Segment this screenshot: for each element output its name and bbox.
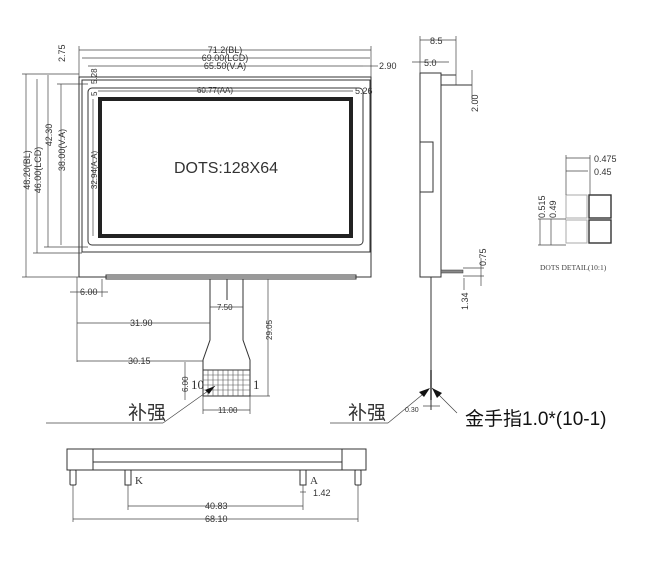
active-area-border bbox=[98, 97, 353, 238]
dim-top-offset: 2.75 bbox=[57, 44, 67, 62]
dim-pitch-y: 0.515 bbox=[537, 195, 547, 218]
dim-aa-width: 60.77(AA) bbox=[197, 86, 233, 95]
pin-10-label: 10 bbox=[191, 377, 204, 392]
pin-a bbox=[299, 469, 307, 486]
fpc-tail: 7.50 31.90 30.15 29.05 11.00 6.00 10 1 补… bbox=[46, 279, 274, 424]
dots-label: DOTS:128X64 bbox=[174, 160, 278, 177]
dim-total-spacing: 68.10 bbox=[205, 514, 228, 524]
dim-fpc-length: 29.05 bbox=[265, 319, 274, 340]
side-component bbox=[419, 141, 434, 193]
stiffener-label-side: 补强 bbox=[348, 402, 386, 424]
pin-a-label: A bbox=[310, 475, 318, 487]
dim-dot-y: 0.49 bbox=[548, 200, 558, 218]
dots-detail-caption: DOTS DETAIL(10:1) bbox=[540, 263, 607, 272]
mount-pin-left bbox=[69, 469, 77, 486]
stiffener-label-front: 补强 bbox=[128, 402, 166, 424]
dim-fpc-thickness: 0.75 bbox=[478, 248, 488, 266]
dim-pin-width: 1.42 bbox=[313, 488, 331, 498]
gold-finger-label: 金手指1.0*(10-1) bbox=[465, 408, 607, 430]
pin-k bbox=[124, 469, 132, 486]
viewing-area-frame bbox=[87, 87, 364, 246]
backlight-outline bbox=[78, 76, 372, 278]
dim-bottom-left: 6.00 bbox=[80, 287, 98, 297]
dim-right-offset: 2.90 bbox=[379, 61, 397, 71]
pin-k-label: K bbox=[135, 475, 143, 487]
dim-aa-right-offset: 5.26 bbox=[355, 86, 373, 96]
dim-finger-width: 11.00 bbox=[218, 406, 238, 415]
dim-finger-height: 6.00 bbox=[181, 376, 190, 392]
dim-bl-width: 71.2(BL) bbox=[208, 45, 243, 55]
gold-fingers bbox=[202, 369, 251, 397]
bottom-view: K A 1.42 40.83 68.10 bbox=[66, 448, 367, 524]
dim-pitch-x: 0.475 bbox=[594, 154, 617, 164]
side-profile bbox=[419, 72, 442, 278]
dim-depth-lcd: 5.0 bbox=[424, 58, 437, 68]
dim-top-step: 2.00 bbox=[470, 94, 480, 112]
dim-va-top-offset: 5.28 bbox=[90, 68, 99, 84]
dim-aa-height: 32.94(A.A) bbox=[90, 151, 99, 190]
dots-detail: 0.475 0.45 0.515 0.49 DOTS DETAIL(10:1) bbox=[537, 154, 617, 272]
dim-aa-top-offset: 5 bbox=[90, 91, 99, 96]
pin-1-label: 1 bbox=[253, 377, 260, 392]
dim-va-height: 38.00(V.A) bbox=[57, 129, 67, 171]
dim-stiffener-thickness: 0.30 bbox=[405, 407, 419, 414]
mount-pin-right bbox=[354, 469, 362, 486]
bottom-tab bbox=[105, 274, 357, 280]
dim-height-42: 42.30 bbox=[44, 124, 54, 147]
dim-ka-spacing: 40.83 bbox=[205, 501, 228, 511]
dim-fpc-offset: 1.34 bbox=[460, 292, 470, 310]
lcd-outline bbox=[81, 79, 371, 253]
dim-fpc-width: 7.50 bbox=[217, 303, 233, 312]
dim-dot-x: 0.45 bbox=[594, 167, 612, 177]
dim-bl-height: 48.20(BL) bbox=[22, 150, 32, 190]
dim-offset-31: 31.90 bbox=[130, 318, 153, 328]
dim-depth-total: 8.5 bbox=[430, 36, 443, 46]
front-view: DOTS:128X64 71.2(BL) 69.00(LCD) 65.50(V.… bbox=[22, 44, 397, 297]
side-view: 8.5 5.0 2.00 0.75 1.34 0.30 补强 金手指1.0*(1… bbox=[330, 36, 607, 430]
dim-lcd-width: 69.00(LCD) bbox=[202, 53, 249, 63]
dim-offset-30: 30.15 bbox=[128, 356, 151, 366]
dim-va-width: 65.50(V.A) bbox=[204, 61, 246, 71]
dim-lcd-height: 46.00(LCD) bbox=[33, 147, 43, 194]
